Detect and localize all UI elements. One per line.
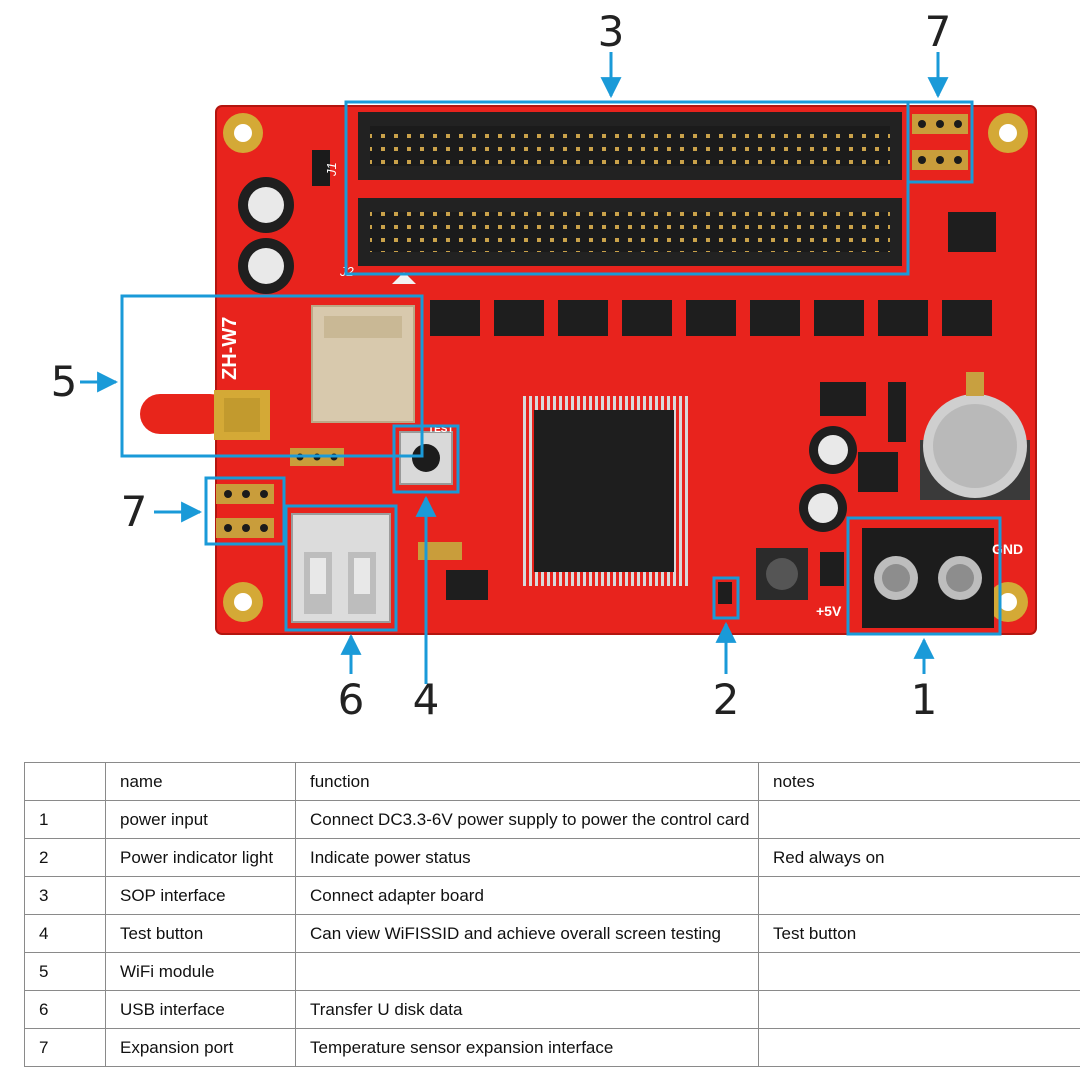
sop-header-j1 xyxy=(358,112,902,180)
table-row: 3 SOP interface Connect adapter board xyxy=(24,876,1080,915)
driver-chip xyxy=(814,300,864,336)
driver-chip xyxy=(750,300,800,336)
box-7-top xyxy=(906,100,974,184)
cell-notes xyxy=(758,1028,1080,1067)
box-7-left xyxy=(204,476,286,546)
header-cell-name: name xyxy=(105,762,296,801)
cell-function: Transfer U disk data xyxy=(295,990,759,1029)
table-row: 6 USB interface Transfer U disk data xyxy=(24,990,1080,1029)
model-label: ZH-W7 xyxy=(219,317,241,380)
table-row: 4 Test button Can view WiFISSID and achi… xyxy=(24,914,1080,953)
driver-chips xyxy=(430,300,992,336)
callout-4: 4 xyxy=(413,675,440,724)
cell-no: 6 xyxy=(24,990,106,1029)
spec-table: name function notes 1 power input Connec… xyxy=(24,762,1080,1067)
board-diagram: J1 J2 ZH-W7 T xyxy=(51,7,1037,724)
cell-notes xyxy=(758,876,1080,915)
wifi-module xyxy=(311,305,415,423)
table-header-row: name function notes xyxy=(24,762,1080,801)
cell-name: SOP interface xyxy=(105,876,296,915)
cell-no: 2 xyxy=(24,838,106,877)
header-cell-function: function xyxy=(295,762,759,801)
power-terminal xyxy=(862,528,994,628)
cell-no: 1 xyxy=(24,800,106,839)
callout-7-top: 7 xyxy=(925,7,952,56)
label-j1: J1 xyxy=(324,162,339,177)
driver-chip xyxy=(686,300,736,336)
expansion-port-top xyxy=(912,114,968,170)
battery-holder xyxy=(920,372,1030,500)
cell-function: Can view WiFISSID and achieve overall sc… xyxy=(295,914,759,953)
mounting-holes xyxy=(223,113,1028,622)
label-plus5v: +5V xyxy=(816,603,842,619)
test-button xyxy=(399,431,453,485)
callout-5: 5 xyxy=(51,357,78,406)
driver-chip xyxy=(494,300,544,336)
table-row: 5 WiFi module xyxy=(24,952,1080,991)
table-row: 2 Power indicator light Indicate power s… xyxy=(24,838,1080,877)
driver-chip xyxy=(878,300,928,336)
callout-arrows xyxy=(80,52,949,684)
cell-notes: Test button xyxy=(758,914,1080,953)
header-cell-notes: notes xyxy=(758,762,1080,801)
cell-function: Connect DC3.3-6V power supply to power t… xyxy=(295,800,759,839)
cell-name: power input xyxy=(105,800,296,839)
cell-no: 3 xyxy=(24,876,106,915)
box-5 xyxy=(120,294,424,458)
driver-chip xyxy=(430,300,480,336)
cell-no: 4 xyxy=(24,914,106,953)
box-3 xyxy=(344,100,910,276)
driver-chip xyxy=(558,300,608,336)
wifi-antenna xyxy=(140,390,270,440)
cell-notes xyxy=(758,952,1080,991)
callout-boxes xyxy=(120,100,1002,636)
callout-7-left: 7 xyxy=(121,487,148,536)
cell-notes xyxy=(758,800,1080,839)
sop-header-j2 xyxy=(358,198,902,266)
cell-function: Temperature sensor expansion interface xyxy=(295,1028,759,1067)
cell-function: Connect adapter board xyxy=(295,876,759,915)
cell-function xyxy=(295,952,759,991)
capacitors xyxy=(238,177,857,532)
callout-1: 1 xyxy=(911,675,938,724)
cell-notes xyxy=(758,990,1080,1029)
box-6 xyxy=(284,504,398,632)
header-cell xyxy=(24,762,106,801)
cell-no: 7 xyxy=(24,1028,106,1067)
cell-name: Expansion port xyxy=(105,1028,296,1067)
cell-name: Power indicator light xyxy=(105,838,296,877)
box-2 xyxy=(712,576,740,620)
driver-chip xyxy=(942,300,992,336)
table-row: 1 power input Connect DC3.3-6V power sup… xyxy=(24,800,1080,839)
callout-6: 6 xyxy=(338,675,365,724)
table-row: 7 Expansion port Temperature sensor expa… xyxy=(24,1028,1080,1067)
box-1 xyxy=(846,516,1002,636)
label-test: TEST xyxy=(428,424,454,435)
label-gnd: GND xyxy=(992,541,1023,557)
box-4 xyxy=(392,424,460,494)
cell-name: Test button xyxy=(105,914,296,953)
expansion-port-left xyxy=(216,484,274,538)
cell-name: USB interface xyxy=(105,990,296,1029)
cell-name: WiFi module xyxy=(105,952,296,991)
callout-2: 2 xyxy=(713,675,740,724)
cell-notes: Red always on xyxy=(758,838,1080,877)
main-processor xyxy=(520,396,688,586)
cell-function: Indicate power status xyxy=(295,838,759,877)
usb-port xyxy=(291,513,391,623)
driver-chip xyxy=(622,300,672,336)
cell-no: 5 xyxy=(24,952,106,991)
callout-3: 3 xyxy=(598,7,625,56)
